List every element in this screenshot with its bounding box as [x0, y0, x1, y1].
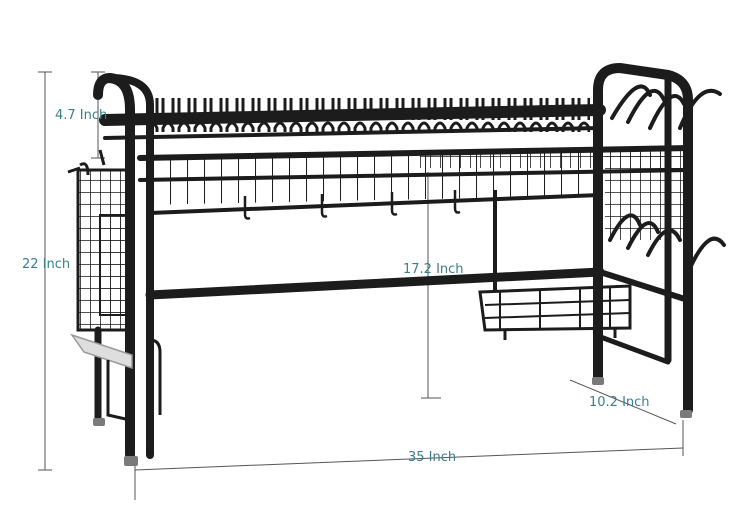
depth-dimension-line: [569, 379, 677, 425]
drip-tray: [70, 333, 162, 422]
top-height-label: 4.7 Inch: [55, 108, 108, 123]
dimension-lines: [38, 71, 684, 500]
side-plate-holder: [605, 84, 726, 270]
rack-feet: [93, 377, 692, 466]
depth-label: 10.2 Inch: [589, 395, 650, 410]
width-dimension-line: [134, 447, 684, 471]
shelf-height-label: 17.2 Inch: [403, 262, 464, 277]
utensil-hooks: [243, 190, 461, 220]
left-utensil-holder: [67, 149, 132, 332]
plate-slots: [150, 98, 590, 132]
width-label: 35 Inch: [408, 450, 457, 465]
hanging-basket: [478, 190, 632, 340]
total-height-label: 22 Inch: [22, 257, 71, 272]
